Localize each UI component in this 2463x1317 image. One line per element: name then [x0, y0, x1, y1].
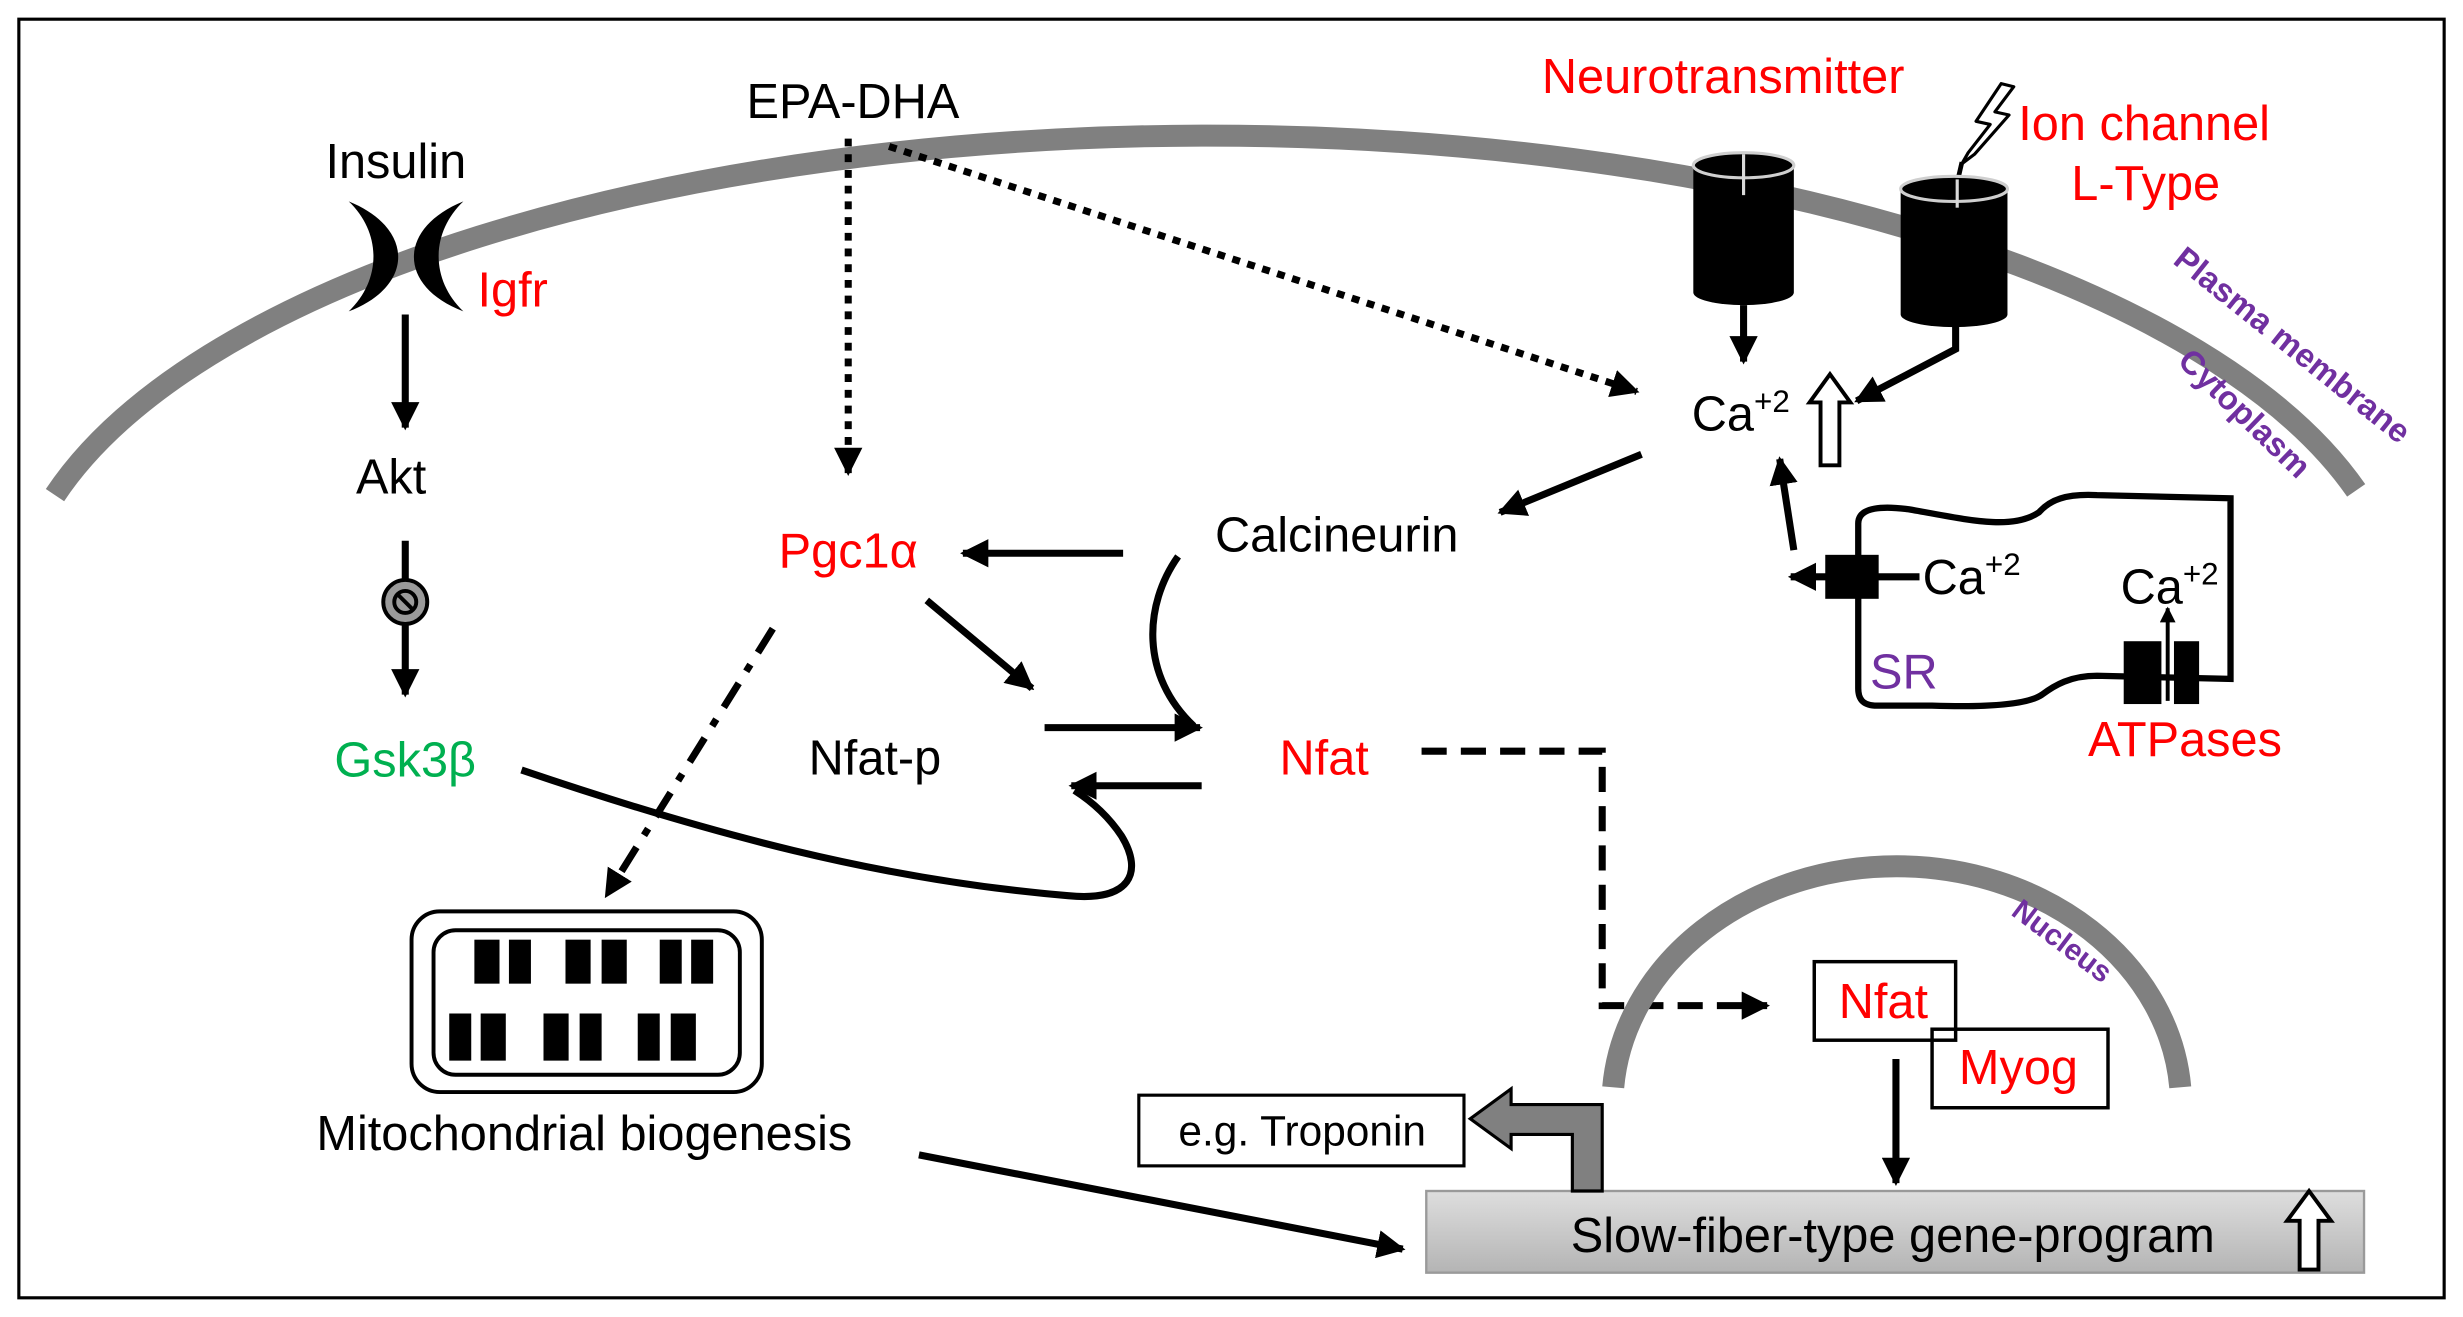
calcineurin-action-curve	[1149, 554, 1197, 729]
atpase-pump-icon	[2123, 641, 2200, 705]
gene-program-to-troponin-arrow	[1467, 1085, 1604, 1193]
gene-program-increase-arrow-icon	[2283, 1187, 2335, 1272]
gsk3b-label: Gsk3β	[334, 733, 476, 787]
troponin-box	[1137, 1093, 1466, 1168]
ion-channel-label: Ion channel	[2018, 97, 2270, 151]
mitochondrial-biogenesis-label: Mitochondrial biogenesis	[316, 1107, 852, 1161]
nfat-label: Nfat	[1280, 732, 1370, 786]
crista-bar	[480, 1013, 506, 1061]
gene-program-label: Slow-fiber-type gene-program	[1571, 1209, 2215, 1263]
calcium-symbol: Ca	[2121, 561, 2184, 615]
l-type-channel-icon	[1899, 174, 2010, 328]
nuclear-nfat-label: Nfat	[1839, 975, 1929, 1029]
calcium-symbol: Ca	[1923, 551, 1986, 605]
insulin-label: Insulin	[325, 135, 466, 189]
neurotransmitter-label: Neurotransmitter	[1542, 50, 1905, 104]
crista-bar	[449, 1013, 472, 1061]
sarcoplasmic-reticulum-outline	[1855, 491, 2234, 710]
crista-bar	[601, 939, 627, 984]
calcium-charge: +2	[1985, 547, 2021, 582]
calcium-symbol: Ca	[1692, 388, 1755, 442]
igfr-receptor-right-icon	[413, 201, 464, 312]
sr-release-to-cytosol-arrow	[1769, 456, 1798, 551]
sr-label: SR	[1870, 645, 1938, 699]
nfat-p-label: Nfat-p	[809, 732, 942, 786]
crista-bar	[474, 939, 500, 984]
crista-bar	[670, 1013, 696, 1061]
nuclear-envelope-arc	[1602, 855, 2192, 1089]
sr-uptake-calcium-label: Ca+2	[2121, 557, 2219, 615]
crista-bar	[508, 939, 531, 984]
inhibition-icon	[381, 577, 430, 626]
pgc1a-to-nfat-p-arrow	[924, 597, 1035, 692]
l-type-channel-to-calcium-arrow	[1854, 325, 1960, 405]
myog-box	[1930, 1027, 2110, 1110]
calcium-to-calcineurin-arrow	[1497, 451, 1643, 516]
plasma-membrane-arc	[45, 124, 2366, 502]
igfr-receptor-left-icon	[348, 201, 399, 312]
crista-bar	[691, 939, 714, 984]
igfr-label: Igfr	[478, 264, 548, 318]
calcineurin-label: Calcineurin	[1215, 509, 1459, 563]
crista-bar	[637, 1013, 660, 1061]
crista-bar	[565, 939, 591, 984]
l-type-label: L-Type	[2071, 157, 2220, 211]
calcium-charge: +2	[1754, 384, 1790, 419]
pgc1a-to-mitochondria-arrow	[603, 626, 776, 899]
epa-dha-label: EPA-DHA	[747, 75, 960, 129]
epa-dha-to-calcium-arrow	[887, 143, 1640, 397]
gsk3b-action-curve	[520, 766, 1135, 901]
akt-label: Akt	[356, 451, 427, 505]
crista-bar	[659, 939, 682, 984]
pgc1a-label: Pgc1α	[779, 524, 918, 578]
nuclear-nfat-box	[1812, 959, 1958, 1042]
troponin-label: e.g. Troponin	[1178, 1107, 1426, 1154]
crista-bar	[543, 1013, 569, 1061]
nfat-to-nucleus-arrow	[1421, 747, 1770, 1020]
neurotransmitter-channel-icon	[1691, 151, 1796, 306]
calcium-charge: +2	[2183, 557, 2219, 592]
mitochondrion-icon	[409, 909, 764, 1095]
atpases-label: ATPases	[2088, 713, 2282, 767]
depolarization-bolt-icon	[1960, 82, 2016, 166]
crista-bar	[579, 1013, 602, 1061]
calcium-increase-arrow-icon	[1805, 370, 1855, 468]
myog-label: Myog	[1959, 1041, 2078, 1095]
gene-program-box	[1425, 1189, 2366, 1274]
cytosolic-calcium-label: Ca+2	[1692, 384, 1790, 442]
sr-release-calcium-label: Ca+2	[1923, 547, 2021, 605]
mitochondria-to-gene-program-arrow	[918, 1151, 1406, 1259]
